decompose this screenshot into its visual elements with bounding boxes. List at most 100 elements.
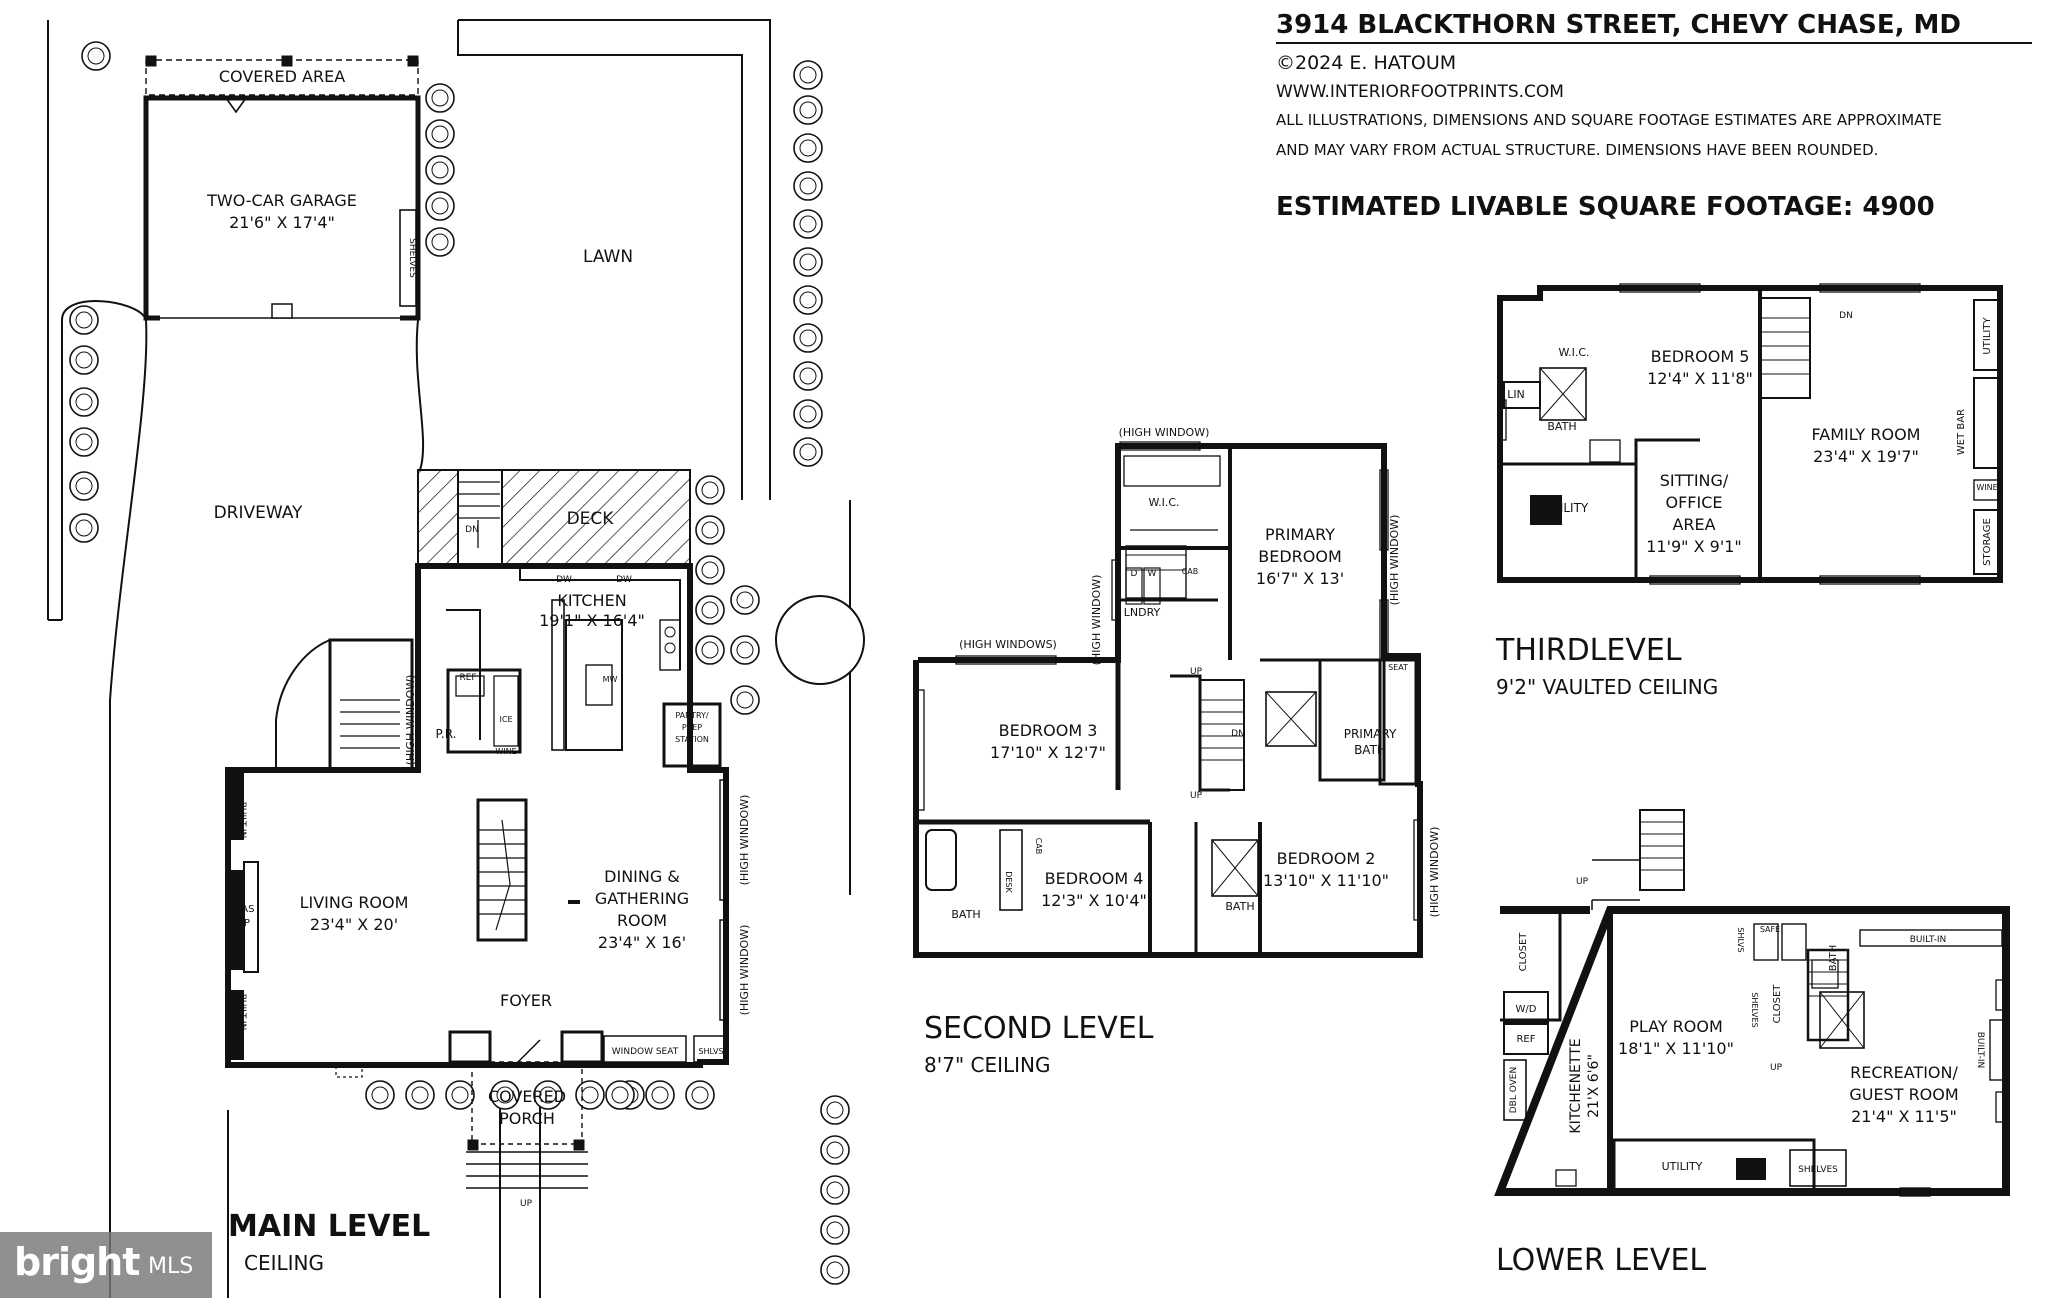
shrub-icon bbox=[425, 119, 455, 149]
play-room-dims: 18'1" X 11'10" bbox=[1618, 1039, 1734, 1058]
shrub-icon bbox=[793, 323, 823, 353]
square-footage: ESTIMATED LIVABLE SQUARE FOOTAGE: 4900 bbox=[1276, 192, 1935, 222]
bed4-desk-label: DESK bbox=[1004, 871, 1013, 893]
second-stair-up-1: UP bbox=[1190, 667, 1203, 677]
lower-bath-label: BATH bbox=[1828, 945, 1839, 972]
laundry-label: LNDRY bbox=[1124, 606, 1161, 619]
shrub-icon bbox=[695, 475, 725, 505]
shrub-icon bbox=[365, 1080, 395, 1110]
shrub-icon bbox=[69, 305, 99, 335]
family-room-dims: 23'4" X 19'7" bbox=[1813, 447, 1919, 466]
safe-label: SAFE bbox=[1760, 925, 1780, 934]
bed4-cab-label: CAB bbox=[1034, 838, 1043, 855]
shrub-icon bbox=[820, 1175, 850, 1205]
fireplace-gas-label: GAS bbox=[234, 904, 255, 915]
built-in-label-1: BUILT-IN bbox=[237, 802, 247, 839]
primary-bedroom-label-2: BEDROOM bbox=[1258, 547, 1342, 566]
lower-closet-label-1: CLOSET bbox=[1518, 932, 1529, 972]
lower-stair-up: UP bbox=[1576, 877, 1589, 887]
shrub-icon bbox=[405, 1080, 435, 1110]
lower-level-plan bbox=[1494, 809, 2010, 1197]
third-exterior-wall bbox=[1497, 285, 2003, 583]
bedroom-4-dims: 12'3" X 10'4" bbox=[1041, 891, 1147, 910]
dryer-label: D bbox=[1131, 569, 1138, 579]
sitting-label-2: OFFICE bbox=[1666, 493, 1723, 512]
shrub-icon bbox=[730, 685, 760, 715]
dining-label-1: DINING & bbox=[604, 867, 680, 886]
pr-ref-label: REF bbox=[459, 673, 476, 683]
bright-mls-watermark: bright MLS bbox=[0, 1232, 212, 1298]
second-stair-dn: DN bbox=[1231, 729, 1245, 739]
second-exterior-wall bbox=[913, 443, 1423, 958]
sitting-dims: 11'9" X 9'1" bbox=[1646, 537, 1742, 556]
window-seat-label: WINDOW SEAT bbox=[612, 1047, 679, 1057]
driveway-label: DRIVEWAY bbox=[214, 503, 303, 523]
shrub-icon bbox=[730, 585, 760, 615]
dishwasher-label-2: DW bbox=[616, 575, 632, 585]
shrub-icon bbox=[425, 227, 455, 257]
disclaimer-line-2: AND MAY VARY FROM ACTUAL STRUCTURE. DIME… bbox=[1276, 141, 1879, 159]
shrub-icon bbox=[820, 1135, 850, 1165]
primary-bedroom-label-1: PRIMARY bbox=[1265, 525, 1335, 544]
bedroom-5-name: BEDROOM 5 bbox=[1651, 347, 1750, 366]
play-room-name: PLAY ROOM bbox=[1629, 1017, 1723, 1036]
header-rule bbox=[1276, 42, 2032, 44]
shrub-icon bbox=[730, 635, 760, 665]
living-room-name: LIVING ROOM bbox=[300, 893, 409, 912]
wet-bar-label: WET BAR bbox=[1956, 409, 1967, 455]
garage-name: TWO-CAR GARAGE bbox=[206, 191, 357, 210]
lawn-label: LAWN bbox=[583, 247, 633, 267]
living-room-dims: 23'4" X 20' bbox=[310, 915, 398, 934]
main-level-ceiling: CEILING bbox=[244, 1251, 324, 1275]
shrub-icon bbox=[425, 83, 455, 113]
pantry-label-2: PREP bbox=[682, 723, 702, 732]
third-level-title: THIRDLEVEL bbox=[1495, 633, 1682, 668]
shrub-icon bbox=[793, 437, 823, 467]
third-utility-closet-label: UTILITY bbox=[1982, 317, 1993, 355]
shrub-icon bbox=[645, 1080, 675, 1110]
shrub-icon bbox=[793, 399, 823, 429]
porch-label-2: PORCH bbox=[499, 1109, 555, 1128]
shrub-icon bbox=[793, 361, 823, 391]
kitchen-high-window-label: (HIGH WINDOW) bbox=[404, 675, 417, 766]
shrub-icon bbox=[69, 513, 99, 543]
wine-label: WINE bbox=[495, 747, 516, 756]
kitchen-dims: 19'1" X 16'4" bbox=[539, 611, 645, 630]
driveway-curve bbox=[109, 319, 148, 1298]
shrubs bbox=[69, 41, 865, 1285]
shrub-icon bbox=[820, 1255, 850, 1285]
primary-bedroom-dims: 16'7" X 13' bbox=[1256, 569, 1344, 588]
shrub-icon bbox=[793, 247, 823, 277]
second-wic-label: W.I.C. bbox=[1148, 496, 1179, 509]
garage-dims: 21'6" X 17'4" bbox=[229, 213, 335, 232]
shrub-icon bbox=[575, 1080, 605, 1110]
laundry-high-window-label: (HIGH WINDOW) bbox=[1090, 575, 1103, 666]
address-title: 3914 BLACKTHORN STREET, CHEVY CHASE, MD bbox=[1276, 10, 1961, 40]
lower-level-title: LOWER LEVEL bbox=[1496, 1243, 1706, 1278]
copyright: ©2024 E. HATOUM bbox=[1276, 52, 1457, 74]
lower-closet-label-2: CLOSET bbox=[1772, 984, 1783, 1024]
dining-high-window-1: (HIGH WINDOW) bbox=[738, 795, 751, 886]
shrub-icon bbox=[695, 515, 725, 545]
porch-label-1: COVERED bbox=[488, 1087, 566, 1106]
lower-inner-stair-up: UP bbox=[1770, 1063, 1783, 1073]
third-utility-label: UTILITY bbox=[1544, 501, 1589, 515]
shrub-icon bbox=[605, 1080, 635, 1110]
double-oven-label: DBL OVEN bbox=[1509, 1067, 1519, 1113]
bright-logo-text: bright bbox=[14, 1240, 140, 1284]
shrub-icon bbox=[793, 60, 823, 90]
lower-utility-label: UTILITY bbox=[1662, 1160, 1703, 1173]
bed3-high-windows-label: (HIGH WINDOWS) bbox=[959, 638, 1057, 651]
shrub-icon bbox=[69, 345, 99, 375]
lower-closet-shelves-label: SHELVES bbox=[1750, 992, 1759, 1027]
shrub-icon bbox=[793, 285, 823, 315]
covered-area-label: COVERED AREA bbox=[219, 67, 345, 86]
shrub-icon bbox=[69, 471, 99, 501]
driveway-left-edge bbox=[47, 20, 147, 621]
washer-dryer-label: W/D bbox=[1516, 1004, 1537, 1015]
shrub-icon bbox=[685, 1080, 715, 1110]
bed2-bath-label: BATH bbox=[1225, 900, 1254, 913]
fireplace-fp-label: FP bbox=[238, 918, 250, 929]
porch-up-label: UP bbox=[520, 1199, 533, 1209]
